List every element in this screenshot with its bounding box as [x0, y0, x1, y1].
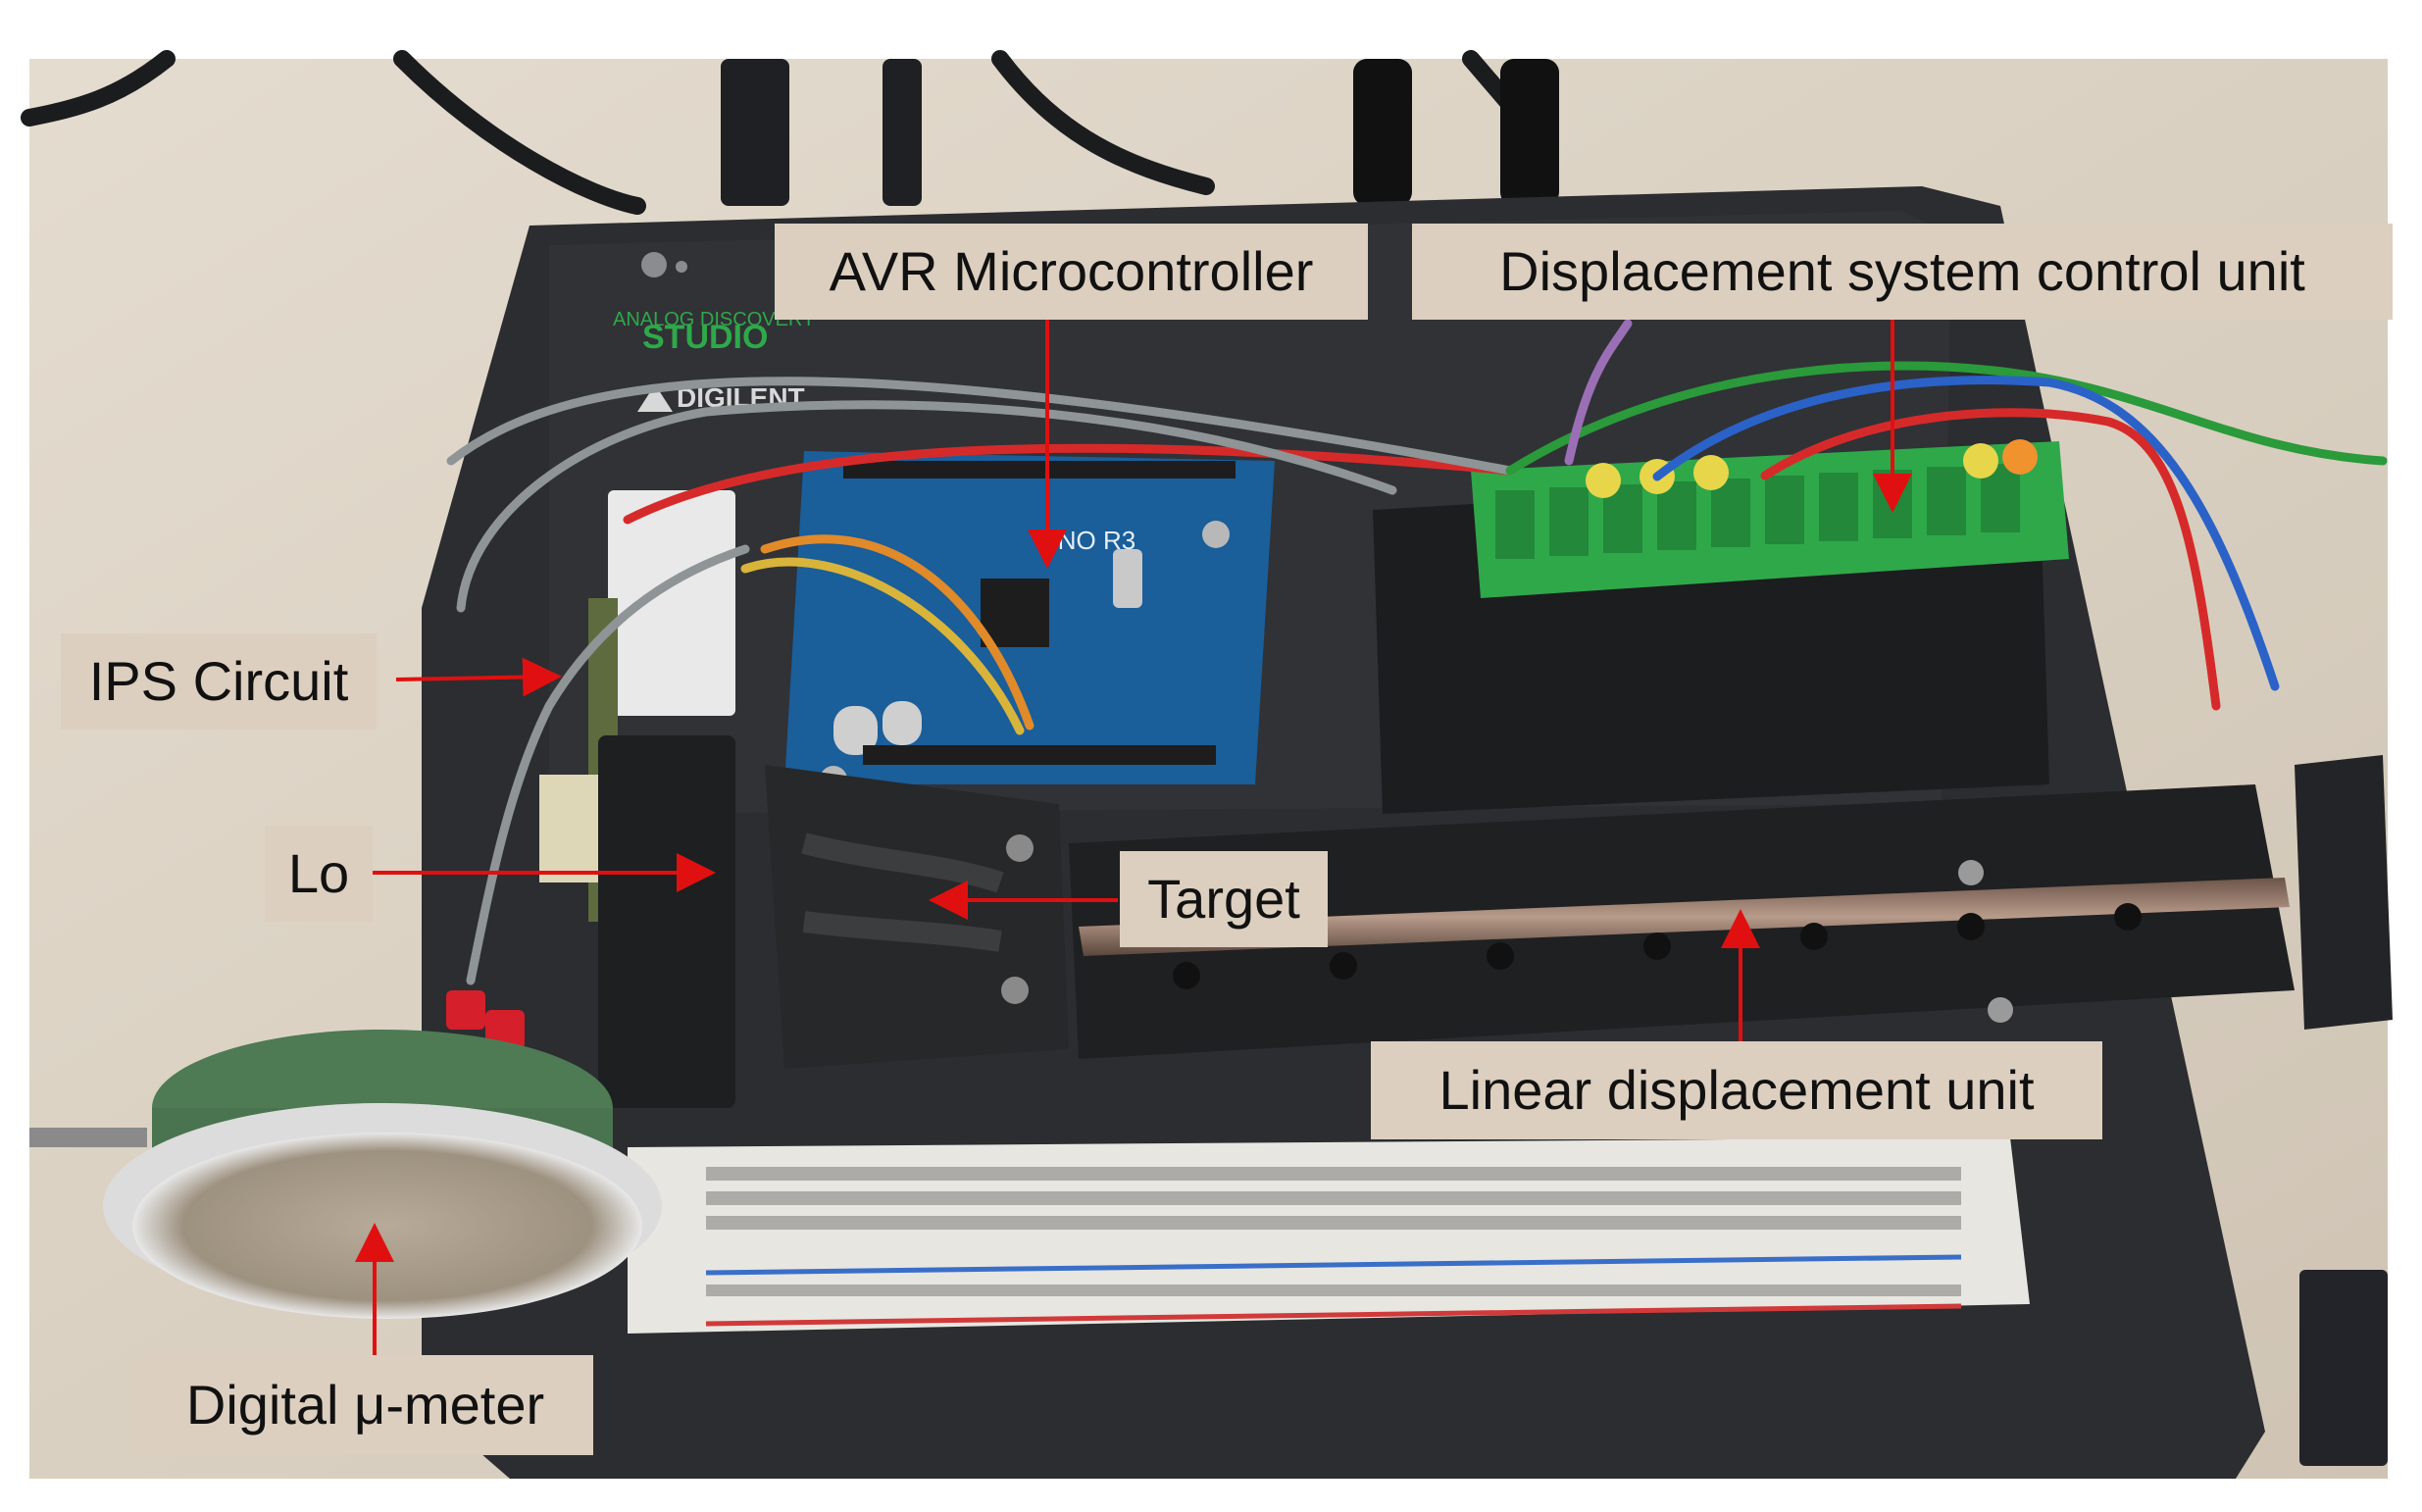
displacement-control-unit	[1373, 439, 2069, 814]
label-avr-microcontroller: AVR Microcontroller	[775, 224, 1368, 320]
label-target: Target	[1120, 851, 1328, 947]
side-device	[2299, 1270, 2388, 1466]
jumper-wires	[446, 319, 2388, 985]
target-carriage	[765, 765, 1069, 1069]
annotation-arrows	[355, 320, 1912, 1355]
arrow-ips	[395, 657, 562, 697]
lo-sensor-holder	[598, 735, 735, 1108]
label-digital-micrometer: Digital μ-meter	[137, 1355, 593, 1455]
label-linear-displacement-unit: Linear displacement unit	[1371, 1041, 2102, 1139]
breadboard	[628, 1137, 2030, 1334]
uno-r3-silkscreen: UNO R3	[1039, 526, 1135, 555]
label-lo: Lo	[265, 826, 373, 922]
label-displacement-control-unit: Displacement system control unit	[1412, 224, 2393, 320]
label-ips-circuit: IPS Circuit	[61, 633, 377, 730]
arduino-uno-board: UNO R3	[784, 451, 1275, 793]
linear-stage	[1069, 755, 2393, 1059]
studio-text: STUDIO	[642, 319, 768, 356]
studio-logo: ANALOG DISCOVERY	[613, 309, 815, 330]
